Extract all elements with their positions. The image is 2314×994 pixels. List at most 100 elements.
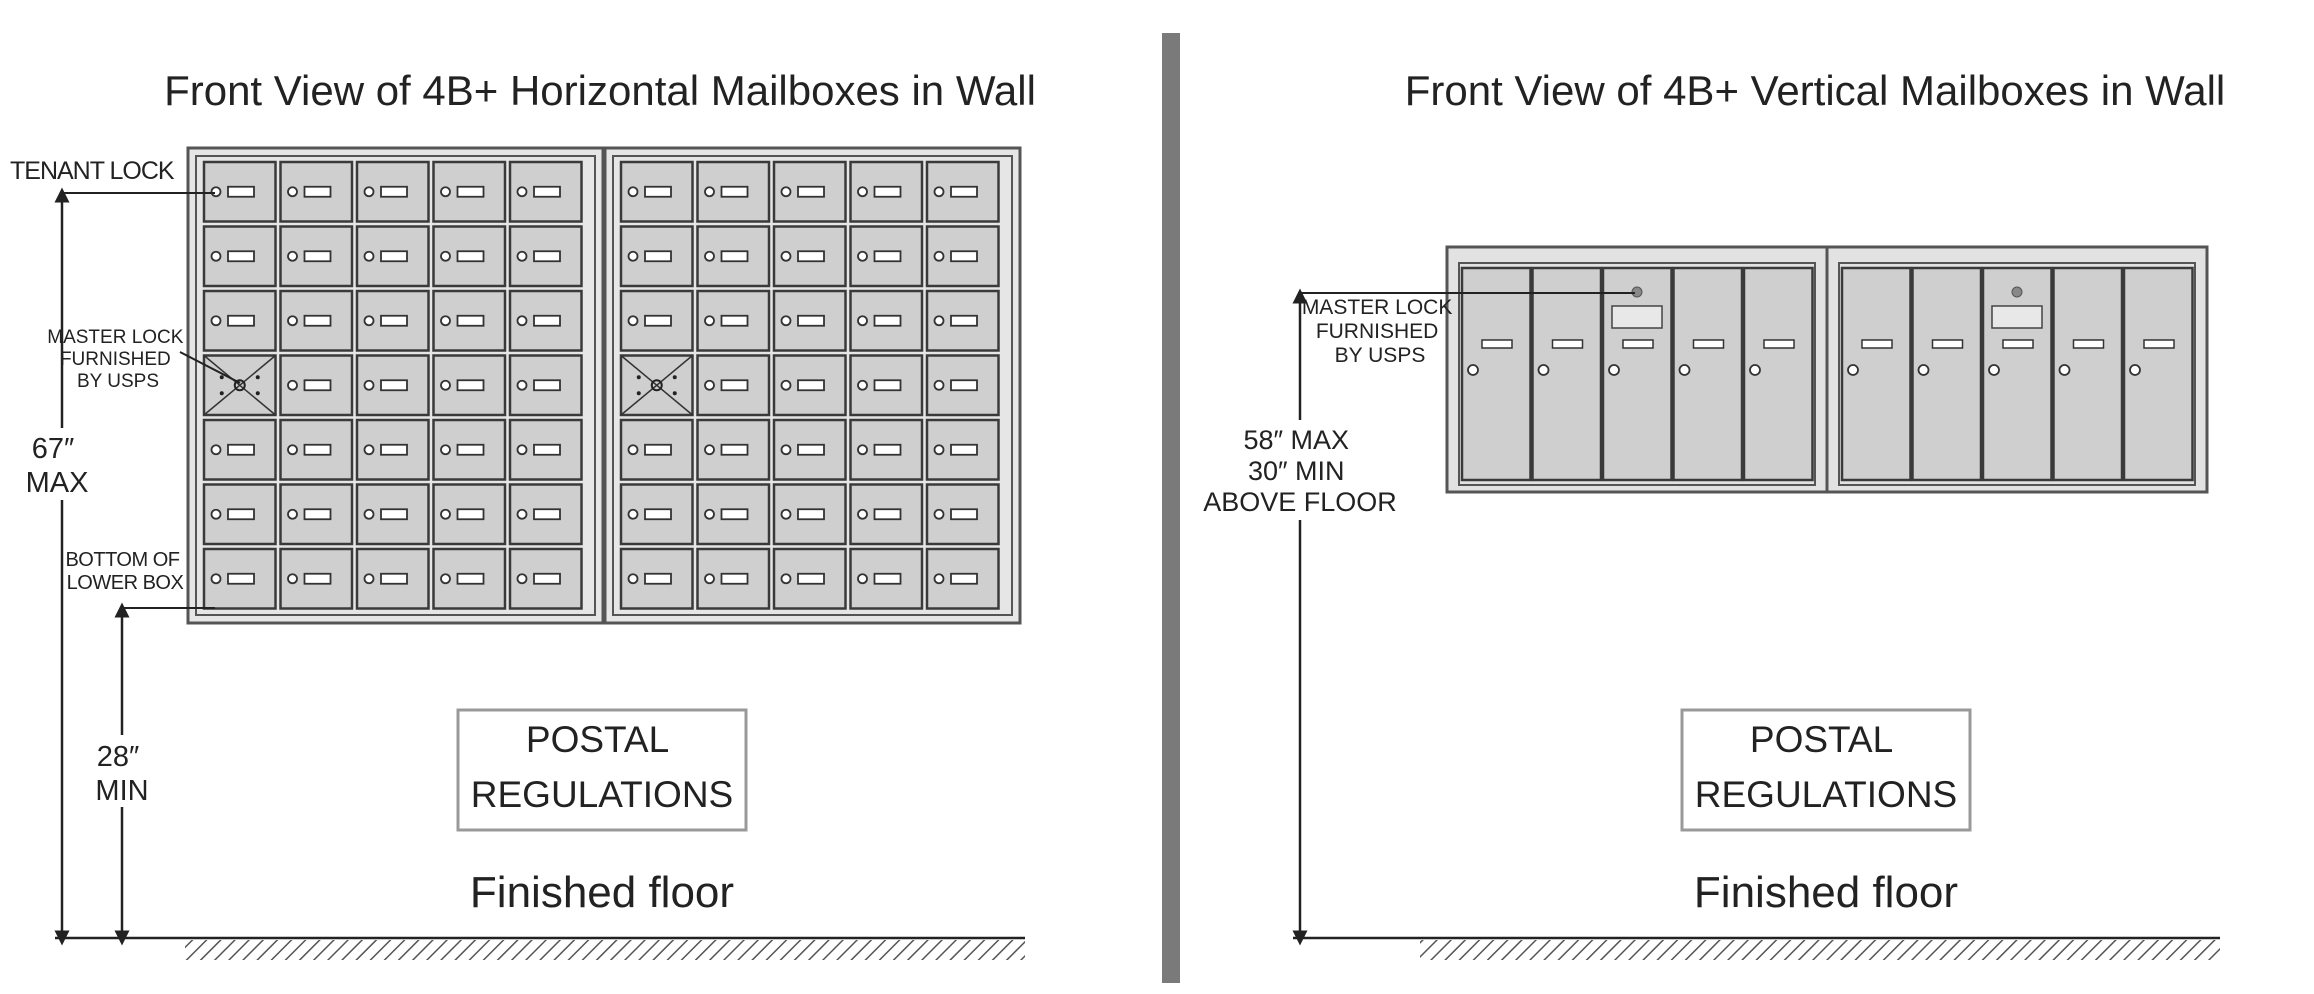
tenant-lock-icon (1917, 364, 1930, 376)
tenant-lock-icon (440, 250, 451, 262)
tenant-lock-icon (440, 315, 451, 327)
door-label-slot (227, 185, 255, 198)
door-label-slot (2002, 339, 2034, 349)
tenant-lock-icon (363, 250, 375, 262)
door-label-slot (950, 185, 978, 198)
tenant-lock-icon (440, 186, 451, 198)
mailbox-door (432, 225, 507, 288)
mailbox-door (279, 483, 354, 546)
door-label-slot (380, 379, 408, 392)
mailbox-door (772, 483, 847, 546)
tenant-lock-icon (857, 250, 868, 262)
door-label-slot (950, 379, 978, 392)
tenant-lock-icon (287, 444, 298, 456)
door-label-slot (380, 572, 408, 585)
door-label-slot (950, 314, 978, 327)
door-label-slot (644, 250, 672, 263)
tenant-lock-icon (516, 444, 528, 456)
tenant-lock-icon (780, 315, 792, 327)
door-label-slot (303, 379, 332, 392)
door-label-slot (1763, 339, 1795, 349)
tenant-lock-icon (627, 250, 639, 262)
tenant-lock-icon (933, 508, 945, 520)
tenant-lock-icon (363, 444, 375, 456)
door-label-slot (644, 314, 672, 327)
mailbox-door (696, 418, 771, 481)
postal-regulations-box-right (1680, 708, 1972, 832)
door-label-slot (380, 314, 408, 327)
finished-floor-label-right: Finished floor (1694, 868, 1958, 917)
mailbox-door (432, 418, 507, 481)
door-label-slot (873, 250, 902, 263)
tenant-lock-icon (780, 508, 792, 520)
door-label-slot (720, 443, 749, 456)
max-height-label-bg (22, 428, 102, 500)
tenant-lock-icon (627, 186, 639, 198)
tenant-lock-icon (516, 573, 528, 585)
tenant-lock-icon (1988, 364, 2000, 376)
door-label-slot (1481, 339, 1513, 349)
horizontal-mailbox-cluster (186, 146, 1022, 625)
door-label-slot (380, 443, 408, 456)
mailbox-door (279, 289, 354, 352)
tenant-lock-icon (516, 186, 528, 198)
tenant-lock-icon (704, 508, 715, 520)
door-label-slot (1551, 339, 1584, 349)
tenant-lock-icon (516, 379, 528, 391)
door-label-slot (227, 314, 255, 327)
mailbox-door (508, 160, 583, 223)
tenant-lock-icon (440, 444, 451, 456)
tenant-lock-icon (287, 379, 298, 391)
door-label-slot (456, 379, 485, 392)
mailbox-door (772, 354, 847, 417)
mailbox-door (432, 483, 507, 546)
door-label-slot (720, 572, 749, 585)
mailbox-door (696, 483, 771, 546)
tenant-lock-icon (363, 379, 375, 391)
tenant-lock-icon (2129, 364, 2141, 376)
door-label-slot (533, 314, 561, 327)
master-lock-door (1601, 266, 1673, 482)
mailbox-door (508, 418, 583, 481)
door-label-slot (533, 250, 561, 263)
mailbox-door (772, 418, 847, 481)
door-label-slot (644, 572, 672, 585)
mailbox-door (1911, 266, 1983, 482)
mailbox-door (1840, 266, 1912, 482)
floor-hatch-left (185, 940, 1025, 960)
mailbox-door (925, 547, 1000, 610)
tenant-lock-icon (1678, 364, 1691, 376)
tenant-lock-icon (1467, 364, 1479, 376)
tenant-lock-icon (857, 573, 868, 585)
vertical-mailbox-cluster (1445, 245, 2209, 494)
mailbox-unit-inner-frame (612, 155, 1013, 616)
tenant-lock-icon (440, 573, 451, 585)
left-panel-title: Front View of 4B+ Horizontal Mailboxes i… (164, 67, 1036, 114)
tenant-lock-icon (857, 186, 868, 198)
mailbox-door (202, 289, 277, 352)
door-label-slot (720, 185, 749, 198)
door-label-slot (303, 443, 332, 456)
mailbox-door (849, 354, 924, 417)
door-label-slot (797, 572, 825, 585)
door-label-slot (227, 443, 255, 456)
tenant-lock-icon (857, 508, 868, 520)
door-label-slot (950, 508, 978, 521)
postal-regulations-text-right: POSTAL REGULATIONS (1695, 719, 1957, 815)
tenant-lock-icon (933, 315, 945, 327)
door-label-slot (797, 508, 825, 521)
tenant-lock-icon (627, 573, 639, 585)
master-lock-plate (1611, 305, 1663, 329)
min-height-label: 28″ MIN (95, 741, 148, 807)
tenant-lock-icon (780, 250, 792, 262)
mailbox-door (355, 289, 430, 352)
door-label-slot (533, 572, 561, 585)
master-lock-icon (650, 379, 663, 392)
tenant-lock-icon (210, 186, 222, 198)
tenant-lock-icon (516, 315, 528, 327)
mailbox-door (202, 225, 277, 288)
postal-regulations-box-left (456, 708, 748, 832)
mailbox-door (355, 354, 430, 417)
panel-divider (1162, 33, 1180, 983)
tenant-lock-icon (363, 315, 375, 327)
